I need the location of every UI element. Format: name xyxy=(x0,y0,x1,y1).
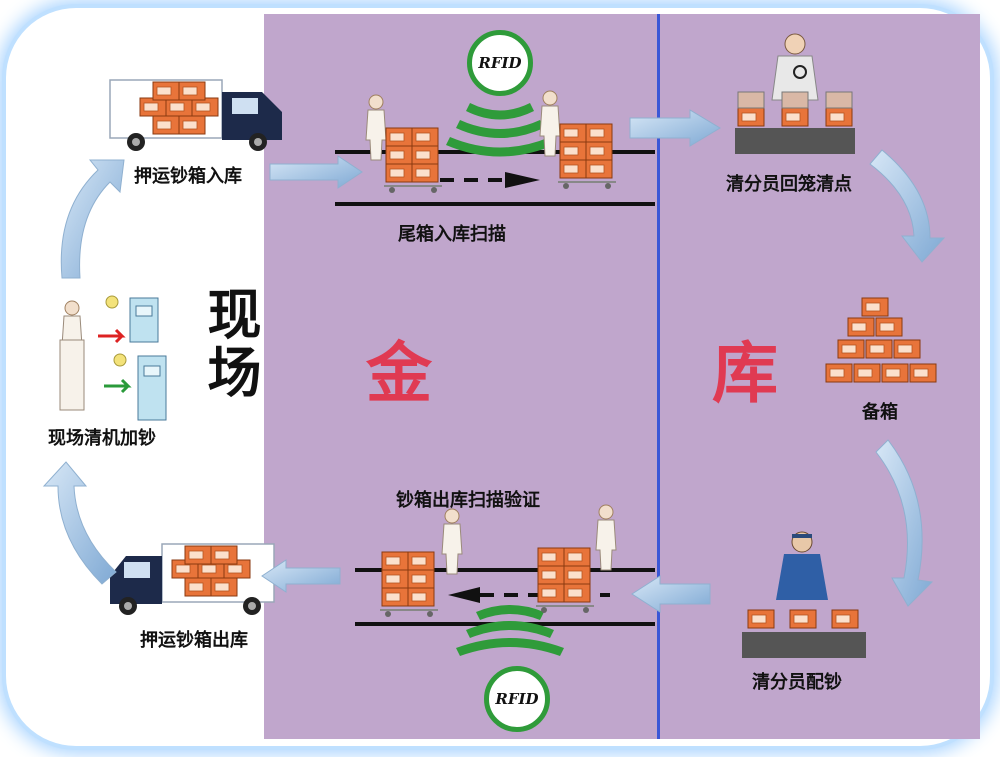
truck-outbound xyxy=(110,543,275,615)
label-site-load: 现场清机加钞 xyxy=(48,428,156,449)
truck-inbound xyxy=(109,79,282,151)
clerk-count-station xyxy=(735,33,855,154)
label-escort-out: 押运钞箱出库 xyxy=(140,630,248,651)
clerk-allot-station xyxy=(742,531,866,658)
label-escort-in: 押运钞箱入库 xyxy=(134,166,242,187)
worker-cart-outbound-1 xyxy=(380,508,463,617)
rfid-waves-top xyxy=(446,103,554,157)
site-atm-scene xyxy=(59,295,167,421)
vault-title-right: 库 xyxy=(712,334,778,412)
site-title-line1: 现场 xyxy=(190,286,269,415)
label-clerk-count: 清分员回笼清点 xyxy=(726,174,852,195)
label-prepare-box: 备箱 xyxy=(862,402,898,423)
label-out-scan: 钞箱出库扫描验证 xyxy=(396,490,540,511)
rfid-label-bottom: RFID xyxy=(495,690,539,708)
vault-divider xyxy=(657,14,660,739)
worker-cart-inbound-1 xyxy=(365,94,442,193)
rfid-waves-bottom xyxy=(456,605,564,656)
flow-arrows xyxy=(42,109,946,613)
rfid-label-top: RFID xyxy=(478,54,522,72)
worker-cart-inbound-2 xyxy=(539,90,616,189)
box-stack xyxy=(825,297,937,383)
rfid-badge-bottom: RFID xyxy=(484,666,550,732)
site-title: 现场 xyxy=(198,286,261,402)
rfid-badge-top: RFID xyxy=(467,30,533,96)
label-clerk-allot: 清分员配钞 xyxy=(752,672,842,693)
vault-title-left: 金 xyxy=(366,334,432,412)
label-tail-scan: 尾箱入库扫描 xyxy=(398,224,506,245)
